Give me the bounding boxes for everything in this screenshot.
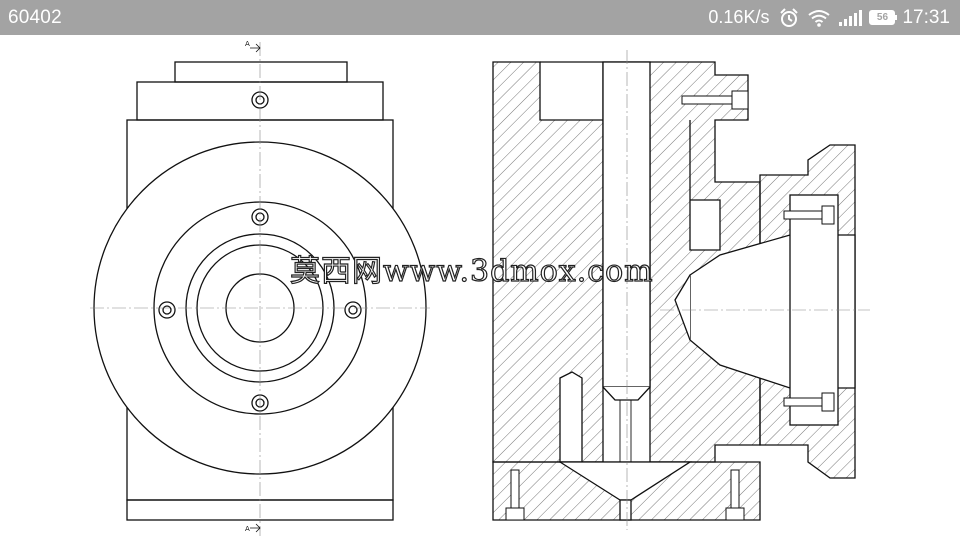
cad-drawing: A A bbox=[90, 40, 870, 536]
wifi-icon bbox=[807, 8, 831, 28]
signal-icon bbox=[838, 9, 863, 27]
section-view bbox=[492, 50, 870, 530]
alarm-clock-icon bbox=[778, 7, 800, 29]
bolts bbox=[505, 90, 835, 521]
battery-icon: 56 bbox=[869, 10, 898, 25]
section-label-top: A bbox=[245, 40, 250, 48]
front-view bbox=[90, 42, 430, 536]
section-label-bottom: A bbox=[245, 525, 250, 533]
network-speed: 0.16K/s bbox=[708, 7, 770, 27]
status-bar: 60402 0.16K/s bbox=[0, 0, 960, 35]
watermark-text: 莫西网www.3dmox.com bbox=[289, 253, 654, 289]
clock-time: 17:31 bbox=[902, 6, 950, 28]
status-indicators: 0.16K/s 56 1 bbox=[708, 7, 950, 29]
notification-number: 60402 bbox=[8, 6, 62, 28]
